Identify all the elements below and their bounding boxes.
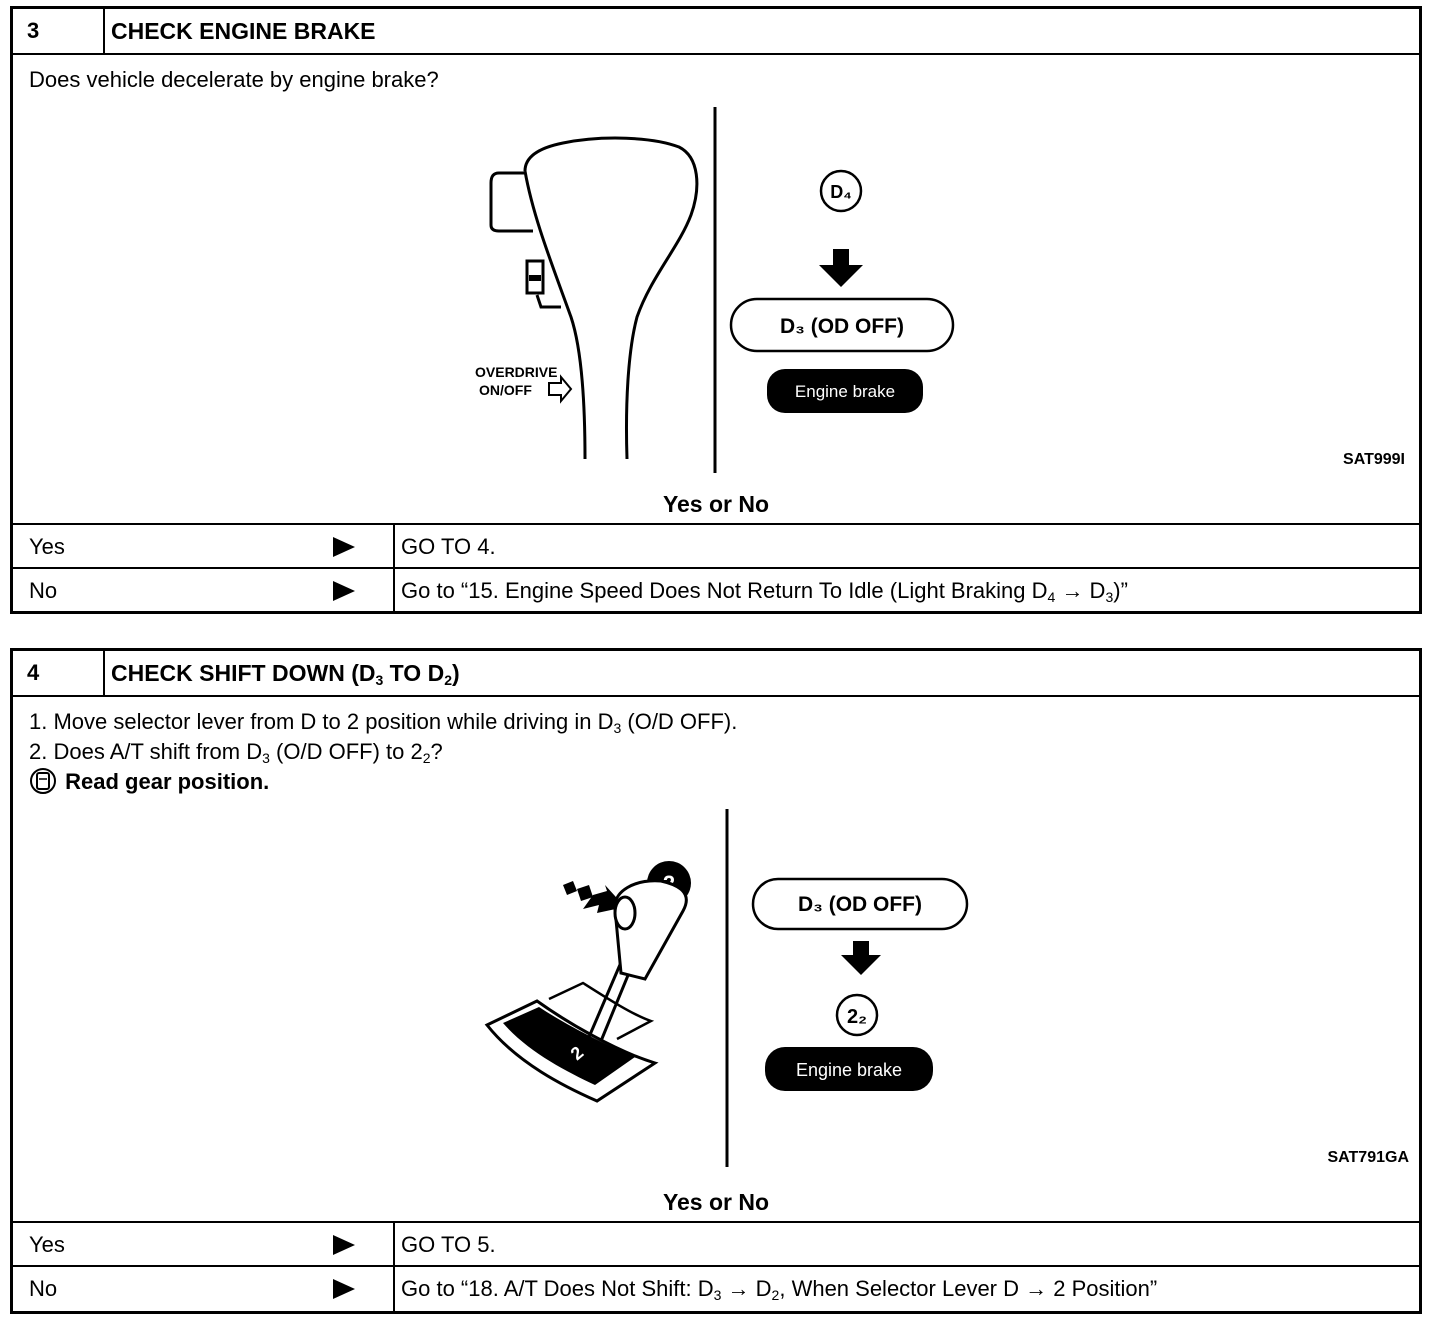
from-gear: D₃ (OD OFF): [798, 893, 922, 916]
engine-brake-badge: Engine brake: [795, 382, 895, 401]
step-4-panel: 4 CHECK SHIFT DOWN (D3 TO D2) 1. Move se…: [10, 648, 1422, 1314]
step-3-header: 3 CHECK ENGINE BRAKE: [13, 9, 1419, 55]
no-row: No Go to “15. Engine Speed Does Not Retu…: [13, 567, 1419, 613]
step-3-panel: 3 CHECK ENGINE BRAKE Does vehicle decele…: [10, 6, 1422, 614]
selector-lever-figure: 2 2 D₃ (OD OFF) 2₂ Engine brake: [484, 809, 969, 1167]
answer-label: No: [29, 578, 58, 603]
gear-22-circle: [835, 993, 879, 1037]
to-gear: D₃ (OD OFF): [780, 315, 904, 338]
answer-label: Yes: [29, 534, 65, 559]
play-arrow-icon: [333, 537, 355, 557]
consult-icon: [30, 768, 56, 794]
action-text: GO TO 4.: [401, 534, 496, 559]
step-number: 3: [13, 9, 105, 53]
play-arrow-icon: [333, 1235, 355, 1255]
answer-label: No: [29, 1276, 58, 1301]
shift-knob-outline: [523, 136, 699, 460]
action-text: Go to “15. Engine Speed Does Not Return …: [401, 578, 1128, 605]
shift-knob-figure: OVERDRIVE ON/OFF D₄ D₃ (OD OFF) Engine b…: [475, 107, 955, 473]
down-arrow-icon: [819, 249, 863, 287]
yes-or-no-prompt: Yes or No: [662, 491, 770, 517]
figure-code: SAT791GA: [1327, 1149, 1409, 1166]
play-arrow-icon: [333, 1279, 355, 1299]
overdrive-label: OVERDRIVE: [475, 364, 557, 380]
to-gear: 2₂: [847, 1006, 867, 1028]
from-gear: D₄: [830, 182, 852, 202]
instruction-1: 1. Move selector lever from D to 2 posit…: [29, 709, 738, 736]
no-row: No Go to “18. A/T Does Not Shift: D3 → D…: [13, 1265, 1419, 1311]
instruction-2: 2. Does A/T shift from D3 (O/D OFF) to 2…: [29, 739, 443, 766]
figure-code: SAT999I: [1343, 451, 1405, 468]
answer-label: Yes: [29, 1232, 65, 1257]
down-arrow-icon: [841, 941, 881, 975]
play-arrow-icon: [333, 581, 355, 601]
step-question: Does vehicle decelerate by engine brake?: [29, 67, 439, 92]
yes-row: Yes GO TO 5.: [13, 1221, 1419, 1267]
step-title: CHECK SHIFT DOWN (D3 TO D2): [111, 660, 460, 688]
d4-circle: [819, 169, 863, 213]
step-4-header: 4 CHECK SHIFT DOWN (D3 TO D2): [13, 651, 1419, 697]
arrow-outline-icon: [548, 374, 573, 404]
engine-brake-badge: Engine brake: [796, 1060, 902, 1080]
on-off-label: ON/OFF: [479, 382, 532, 398]
yes-row: Yes GO TO 4.: [13, 523, 1419, 569]
action-text: GO TO 5.: [401, 1232, 496, 1257]
step-title: CHECK ENGINE BRAKE: [111, 18, 376, 44]
yes-or-no-prompt: Yes or No: [662, 1189, 770, 1215]
action-text: Go to “18. A/T Does Not Shift: D3 → D2, …: [401, 1276, 1158, 1303]
instruction-3: Read gear position.: [29, 767, 269, 797]
step-number: 4: [13, 651, 105, 695]
